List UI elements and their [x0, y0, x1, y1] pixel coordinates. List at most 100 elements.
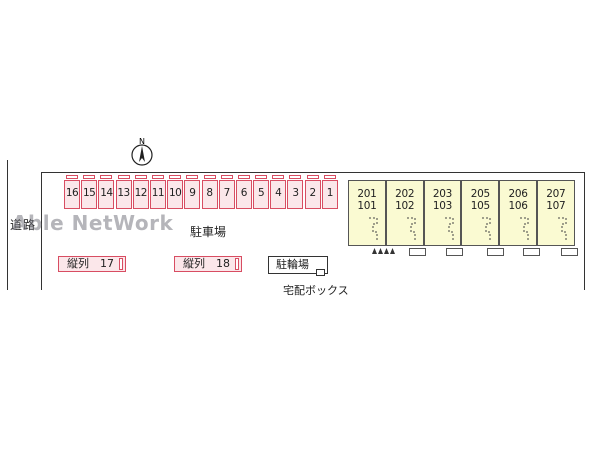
meter-box — [561, 248, 578, 256]
wheel-stop — [272, 175, 285, 179]
parking-slot-number: 15 — [83, 187, 96, 199]
parking-slot: 13 — [115, 175, 132, 209]
road-label: 道路 — [10, 218, 37, 232]
parking-slot: 7 — [218, 175, 235, 209]
unit-number-lower: 101 — [357, 200, 377, 212]
tandem-slot-17: 縦列 17 — [58, 256, 126, 272]
parking-slot: 16 — [64, 175, 80, 209]
stair-icon — [369, 217, 378, 242]
wheel-stop — [220, 175, 233, 179]
stair-icon — [444, 217, 454, 242]
wheel-stop — [255, 175, 268, 179]
unit-number-upper: 202 — [395, 188, 415, 200]
parking-slot-number: 2 — [309, 187, 317, 199]
unit-number-upper: 201 — [357, 188, 377, 200]
wheel-stop — [134, 175, 147, 179]
parking-slot-number: 8 — [206, 187, 213, 199]
meter-box — [487, 248, 504, 256]
stair-icon — [520, 217, 529, 242]
parking-slot-number: 3 — [292, 187, 299, 199]
unit-number-lower: 106 — [508, 200, 528, 212]
unit-number-lower: 107 — [546, 200, 566, 212]
parking-slot-number: 5 — [257, 187, 265, 199]
unit-number-upper: 207 — [546, 188, 566, 200]
delivery-box-label: 宅配ボックス — [283, 284, 349, 297]
bicycle-parking-label: 駐輪場 — [276, 258, 309, 271]
tandem-slot-label: 縦列 17 — [67, 257, 114, 270]
tandem-slot-18: 縦列 18 — [174, 256, 242, 272]
wheel-stop — [306, 175, 319, 179]
parking-slot: 1 — [321, 175, 338, 209]
parking-slot-number: 9 — [189, 187, 196, 199]
meter-box — [523, 248, 540, 256]
parking-slot: 2 — [304, 175, 321, 209]
parking-slot: 10 — [167, 175, 184, 209]
parking-slot: 9 — [184, 175, 201, 209]
parking-slot: 3 — [287, 175, 304, 209]
wheel-stop — [203, 175, 216, 179]
wheel-stop — [117, 175, 130, 179]
unit-number-upper: 206 — [508, 188, 528, 200]
parking-slot: 8 — [201, 175, 218, 209]
parking-slot-number: 16 — [65, 187, 79, 199]
parking-slot-number: 7 — [223, 187, 231, 199]
parking-slot: 11 — [149, 175, 166, 209]
parking-slot: 15 — [81, 175, 98, 209]
meter-box — [409, 248, 426, 256]
wheel-stop — [289, 175, 302, 179]
stair-icon — [406, 217, 416, 242]
wheel-stop — [151, 175, 164, 179]
wheel-stop — [323, 175, 336, 179]
north-compass-icon: N — [131, 137, 153, 166]
unit-number-lower: 103 — [432, 200, 453, 212]
parking-slot-number: 4 — [275, 187, 282, 199]
site-boundary — [41, 172, 585, 290]
wheel-stop — [169, 175, 182, 179]
parking-slot-number: 10 — [168, 187, 182, 199]
entrance-marker — [390, 248, 395, 254]
parking-slot: 5 — [253, 175, 270, 209]
wheel-stop — [235, 258, 239, 270]
stair-icon — [482, 217, 491, 242]
parking-slot-number: 6 — [240, 187, 248, 199]
wheel-stop — [237, 175, 250, 179]
parking-slot: 12 — [132, 175, 149, 209]
meter-box — [446, 248, 463, 256]
unit-number-lower: 102 — [395, 200, 415, 212]
parking-slot: 14 — [98, 175, 115, 209]
entrance-markers — [372, 248, 577, 254]
tandem-slot-label: 縦列 18 — [183, 257, 230, 270]
bicycle-parking: 駐輪場 — [268, 256, 328, 276]
parking-slot-number: 13 — [117, 187, 130, 199]
compass-north-label: N — [139, 137, 145, 146]
parking-slot: 6 — [235, 175, 252, 209]
delivery-box-icon — [316, 269, 325, 276]
parking-label: 駐車場 — [190, 225, 227, 239]
parking-slot-number: 12 — [134, 187, 148, 199]
parking-slot-number: 11 — [151, 187, 165, 199]
wheel-stop — [119, 258, 123, 270]
wheel-stop — [186, 175, 199, 179]
unit-number-upper: 203 — [432, 188, 453, 200]
parking-slot: 4 — [270, 175, 287, 209]
entrance-marker — [372, 248, 377, 254]
unit-number-lower: 105 — [470, 200, 490, 212]
watermark: Able NetWork — [12, 211, 174, 235]
road-edge-line — [7, 160, 8, 290]
wheel-stop — [66, 175, 78, 179]
entrance-marker — [384, 248, 389, 254]
wheel-stop — [100, 175, 113, 179]
parking-slot-number: 1 — [326, 187, 334, 199]
stair-icon — [557, 217, 567, 242]
parking-slot-number: 14 — [100, 187, 113, 199]
wheel-stop — [83, 175, 96, 179]
entrance-marker — [378, 248, 383, 254]
unit-number-upper: 205 — [470, 188, 490, 200]
